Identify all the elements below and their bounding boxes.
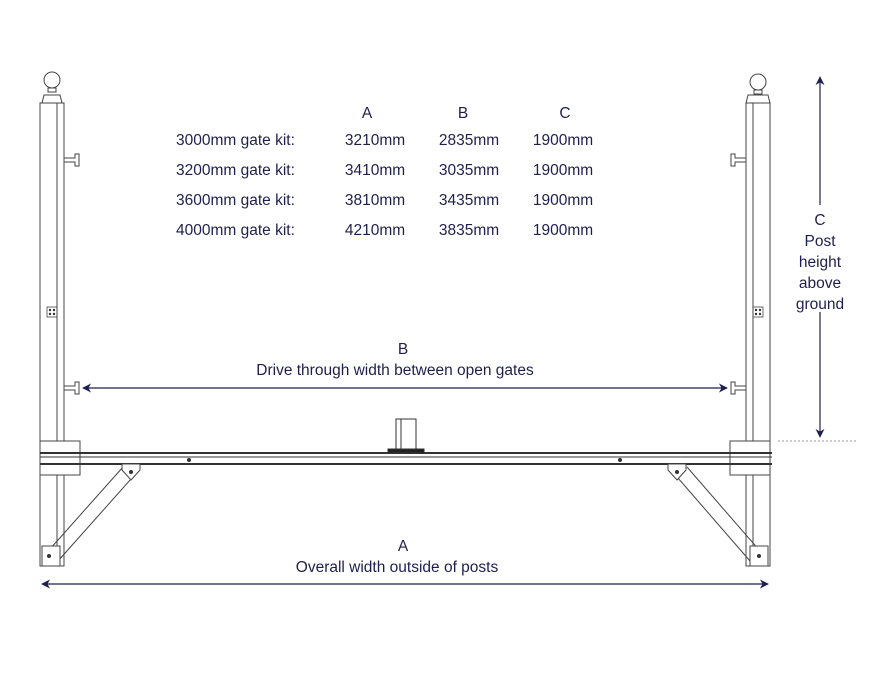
right-post-finial-ball <box>749 73 767 91</box>
right-post <box>729 73 771 567</box>
dimension-c-line-4: ground <box>796 296 844 313</box>
left-post-finial-ball <box>43 71 61 89</box>
ground-beam <box>40 452 772 465</box>
right-post-finial-neck <box>753 89 763 95</box>
table-header-a: A <box>362 105 373 122</box>
beam-bolt-right <box>618 458 622 462</box>
table-row-b: 3835mm <box>439 222 499 239</box>
left-brace <box>41 463 141 567</box>
table-row-c: 1900mm <box>533 222 593 239</box>
table-row-a: 3410mm <box>345 162 405 179</box>
table-row-c: 1900mm <box>533 192 593 209</box>
table-row-c: 1900mm <box>533 132 593 149</box>
right-post-hinge-plate <box>752 306 764 318</box>
right-brace <box>667 463 769 567</box>
dimension-c-line-3: above <box>799 275 841 292</box>
left-lower-hinge <box>64 381 80 395</box>
table-row-kit: 3000mm gate kit: <box>176 132 295 149</box>
right-lower-hinge <box>730 381 746 395</box>
table-header-b: B <box>458 105 468 122</box>
left-post-socket <box>39 440 81 476</box>
table-row-c: 1900mm <box>533 162 593 179</box>
table-row-a: 3810mm <box>345 192 405 209</box>
beam-bolt-left <box>187 458 191 462</box>
right-post-cap <box>745 94 771 104</box>
dimension-a-label: Overall width outside of posts <box>296 559 499 576</box>
left-upper-hinge <box>64 153 80 167</box>
left-post-cap <box>41 94 63 104</box>
table-row-a: 3210mm <box>345 132 405 149</box>
table-header-c: C <box>559 105 570 122</box>
dimension-a-letter: A <box>398 538 409 555</box>
table-row-b: 3435mm <box>439 192 499 209</box>
dimension-b-label: Drive through width between open gates <box>256 362 534 379</box>
table-row-a: 4210mm <box>345 222 405 239</box>
center-gate-stop <box>387 418 425 454</box>
kit-table: A B C 3000mm gate kit: 3210mm 2835mm 190… <box>176 105 593 239</box>
dimension-c-line-1: Post <box>804 233 836 250</box>
right-upper-hinge <box>730 153 746 167</box>
table-row-kit: 3600mm gate kit: <box>176 192 295 209</box>
dimension-c-letter: C <box>814 212 825 229</box>
dimension-b-letter: B <box>398 341 408 358</box>
table-row-b: 2835mm <box>439 132 499 149</box>
table-row-kit: 3200mm gate kit: <box>176 162 295 179</box>
dimension-c-line-2: height <box>799 254 842 271</box>
left-post-finial-neck <box>47 87 57 93</box>
right-post-body <box>745 102 771 567</box>
table-row-b: 3035mm <box>439 162 499 179</box>
left-post-hinge-plate <box>46 306 58 318</box>
left-post <box>39 71 81 567</box>
right-post-socket <box>729 440 771 476</box>
left-post-body <box>39 102 65 567</box>
table-row-kit: 4000mm gate kit: <box>176 222 295 239</box>
